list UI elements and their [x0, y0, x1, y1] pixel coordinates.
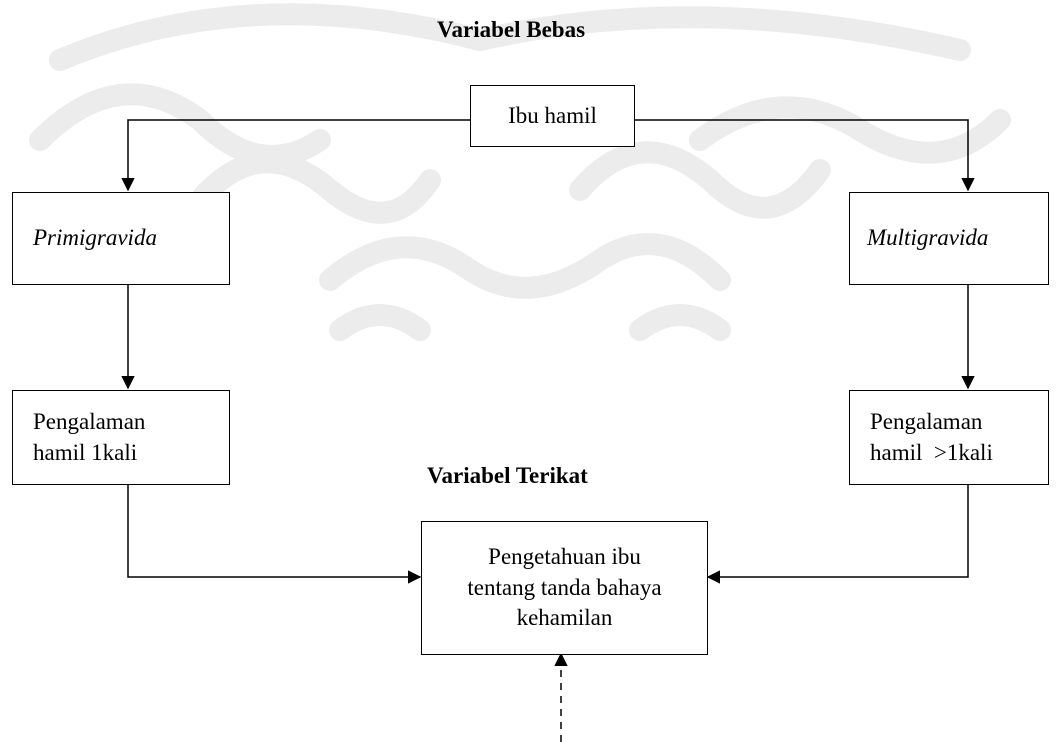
node-multigravida-label: Multigravida [867, 225, 989, 251]
heading-independent-variable: Variabel Bebas [437, 17, 586, 42]
edge-exp-primi-outcome [127, 484, 422, 584]
node-outcome-knowledge: Pengetahuan ibu tentang tanda bahaya keh… [421, 521, 708, 655]
node-experience-primi: Pengalaman hamil 1kali [12, 390, 230, 485]
node-primigravida: Primigravida [12, 192, 230, 285]
node-experience-multi: Pengalaman hamil >1kali [849, 390, 1049, 485]
edge-root-multi [634, 119, 975, 192]
edge-root-primi [121, 119, 470, 192]
node-ibu-hamil-label: Ibu hamil [508, 102, 597, 128]
heading-dependent-variable: Variabel Terikat [427, 463, 588, 488]
node-ibu-hamil: Ibu hamil [470, 85, 635, 147]
node-experience-multi-label: Pengalaman hamil >1kali [870, 408, 993, 465]
node-primigravida-label: Primigravida [33, 225, 157, 251]
node-multigravida: Multigravida [849, 192, 1049, 285]
edge-exp-multi-outcome [706, 484, 969, 584]
node-experience-primi-label: Pengalaman hamil 1kali [33, 408, 146, 465]
node-outcome-label: Pengetahuan ibu tentang tanda bahaya keh… [467, 544, 662, 631]
